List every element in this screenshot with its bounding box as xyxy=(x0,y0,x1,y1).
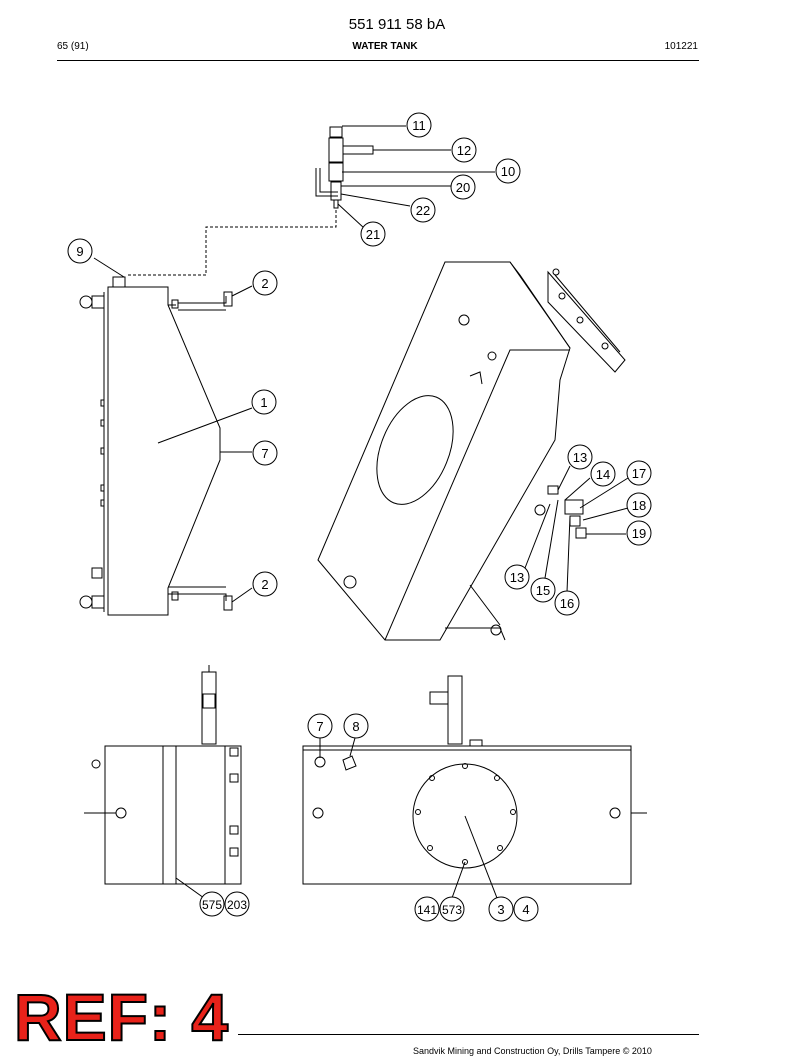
callout-leaders xyxy=(93,125,629,899)
callout-label-13-top: 13 xyxy=(573,450,587,465)
hose-dashed xyxy=(126,210,337,276)
callout-label-16: 16 xyxy=(560,596,574,611)
callout-label-15: 15 xyxy=(536,583,550,598)
callout-label-19: 19 xyxy=(632,526,646,541)
callout-22 xyxy=(410,197,436,223)
callout-573 xyxy=(439,896,465,922)
tank-side-view xyxy=(79,276,233,616)
callout-16 xyxy=(554,590,580,616)
callout-7-front xyxy=(307,713,333,739)
callout-2-bottom xyxy=(252,571,278,597)
callout-17 xyxy=(626,460,652,486)
callout-label-9: 9 xyxy=(76,244,83,259)
callout-141 xyxy=(414,896,440,922)
callout-label-2-top: 2 xyxy=(261,276,268,291)
callout-label-8: 8 xyxy=(352,719,359,734)
callout-12 xyxy=(451,137,477,163)
callout-203 xyxy=(224,891,250,917)
callout-label-573: 573 xyxy=(442,903,462,917)
callout-13-top xyxy=(567,444,593,470)
callout-8 xyxy=(343,713,369,739)
callout-label-4: 4 xyxy=(522,902,529,917)
callout-575 xyxy=(199,891,225,917)
callout-label-22: 22 xyxy=(416,203,430,218)
callout-label-10: 10 xyxy=(501,164,515,179)
callout-label-11: 11 xyxy=(412,118,426,133)
callout-label-7-side: 7 xyxy=(261,446,268,461)
callout-14 xyxy=(590,461,616,487)
callout-label-3: 3 xyxy=(497,902,504,917)
document-code: 101221 xyxy=(664,41,698,52)
callout-18 xyxy=(626,492,652,518)
callout-19 xyxy=(626,520,652,546)
header-rule xyxy=(57,60,699,61)
callout-label-1: 1 xyxy=(260,395,267,410)
callout-label-17: 17 xyxy=(632,466,646,481)
callout-label-141: 141 xyxy=(417,903,437,917)
tank-end-view xyxy=(84,665,242,885)
tank-isometric-view xyxy=(317,261,626,641)
callout-label-7-front: 7 xyxy=(316,719,323,734)
document-number: 551 911 58 bA xyxy=(348,16,446,33)
ref-stamp: REF: 4 xyxy=(13,980,230,1054)
footer-rule xyxy=(238,1034,699,1035)
callout-10 xyxy=(495,158,521,184)
callout-20 xyxy=(450,174,476,200)
section-title: WATER TANK xyxy=(352,41,418,52)
callout-label-203: 203 xyxy=(227,898,247,912)
callout-7-side xyxy=(252,440,278,466)
callout-label-2-bottom: 2 xyxy=(261,577,268,592)
callout-label-21: 21 xyxy=(366,227,380,242)
callout-13-bottom xyxy=(504,564,530,590)
callout-label-12: 12 xyxy=(457,143,471,158)
callout-11 xyxy=(406,112,432,138)
callout-label-14: 14 xyxy=(596,467,610,482)
tank-front-view xyxy=(302,675,647,885)
callout-label-13-bottom: 13 xyxy=(510,570,524,585)
footer-copyright: Sandvik Mining and Construction Oy, Dril… xyxy=(413,1046,652,1056)
callout-4 xyxy=(513,896,539,922)
callout-21 xyxy=(360,221,386,247)
callout-label-575: 575 xyxy=(202,898,222,912)
callout-3 xyxy=(488,896,514,922)
callout-1 xyxy=(251,389,277,415)
callout-2-top xyxy=(252,270,278,296)
callout-label-20: 20 xyxy=(456,180,470,195)
valve-assembly xyxy=(315,126,380,209)
callout-label-18: 18 xyxy=(632,498,646,513)
callout-15 xyxy=(530,577,556,603)
page-number: 65 (91) xyxy=(57,41,89,52)
callout-9 xyxy=(67,238,93,264)
